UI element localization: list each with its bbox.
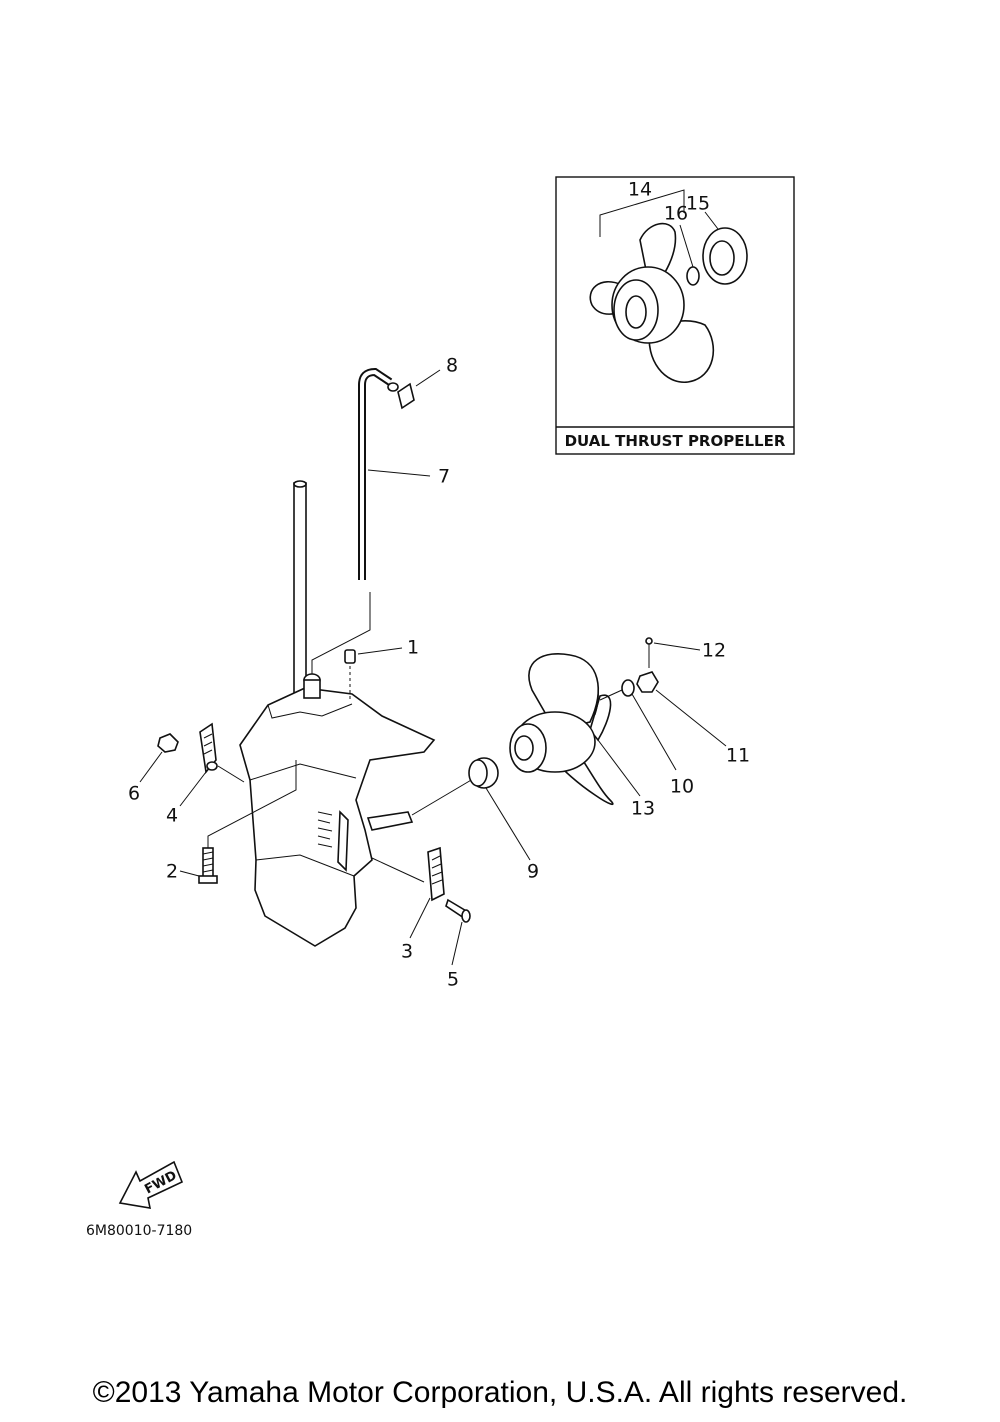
callout-3[interactable]: 3 <box>401 941 413 963</box>
propeller-13: 13 <box>509 653 655 820</box>
propeller-blade-upper <box>528 653 599 731</box>
leader-16 <box>679 224 694 268</box>
leader-3 <box>409 897 431 939</box>
callout-13[interactable]: 13 <box>631 798 655 820</box>
leader-13 <box>597 739 641 797</box>
callout-9[interactable]: 9 <box>527 861 539 883</box>
bolt-install-line <box>207 760 297 848</box>
gearcase-body <box>239 687 436 947</box>
callout-10[interactable]: 10 <box>670 776 694 798</box>
callout-12[interactable]: 12 <box>702 640 726 662</box>
grommet-8 <box>397 382 415 410</box>
leader-15 <box>704 211 719 230</box>
diagram-code: 6M80010-7180 <box>86 1223 192 1239</box>
inset-title: DUAL THRUST PROPELLER <box>565 432 786 450</box>
propeller-nut-assembly: 12 10 11 <box>599 637 750 798</box>
leader-6 <box>139 751 163 783</box>
water-tube-assembly: 8 7 <box>311 355 458 676</box>
callout-16[interactable]: 16 <box>664 203 688 225</box>
shaft-install-line <box>411 775 479 816</box>
callout-6[interactable]: 6 <box>128 783 140 805</box>
drive-shaft-body <box>293 482 307 694</box>
nut-11 <box>636 671 659 693</box>
anode-4 <box>199 722 217 774</box>
callout-1[interactable]: 1 <box>407 637 419 659</box>
leader-7 <box>367 469 431 477</box>
lower-unit-housing <box>207 673 479 947</box>
callout-7[interactable]: 7 <box>438 466 450 488</box>
leader-4 <box>179 771 207 807</box>
inset-frame <box>555 176 795 455</box>
fwd-direction-indicator: FWD <box>118 1160 184 1209</box>
thrust-washer-9: 9 <box>468 757 539 883</box>
callout-5[interactable]: 5 <box>447 969 459 991</box>
water-tube-install-line <box>311 592 371 676</box>
nut-6 <box>157 733 179 753</box>
bracket-14 <box>599 189 685 237</box>
anode-mount-marks <box>317 811 333 848</box>
callout-14[interactable]: 14 <box>628 179 652 201</box>
water-tube-end <box>387 382 399 392</box>
copyright-footer: ©2013 Yamaha Motor Corporation, U.S.A. A… <box>92 1376 908 1409</box>
inset-washer-16 <box>686 266 700 286</box>
callout-11[interactable]: 11 <box>726 745 750 767</box>
leader-5 <box>451 921 463 966</box>
callout-4[interactable]: 4 <box>166 805 178 827</box>
propeller-shaft <box>366 811 414 831</box>
bolt-2: 2 <box>166 847 218 884</box>
propeller-blade-right <box>589 694 612 742</box>
fwd-arrow-icon <box>118 1160 184 1209</box>
anode-3-assembly: 3 5 <box>371 846 471 991</box>
inset-dual-thrust-propeller: 14 16 15 DUAL THRUST PROPELLER <box>555 176 795 455</box>
propeller-bore <box>514 735 534 761</box>
leader-2 <box>179 870 200 877</box>
leader-1 <box>357 647 403 655</box>
callout-8[interactable]: 8 <box>446 355 458 377</box>
inset-cap-15-inner <box>709 240 735 276</box>
anode-4-assembly: 6 4 <box>128 722 245 827</box>
leader-9 <box>485 787 531 861</box>
washer-10 <box>621 679 635 697</box>
water-tube-7-outline <box>358 367 393 580</box>
leader-8 <box>415 369 441 387</box>
callout-15[interactable]: 15 <box>686 193 710 215</box>
leader-11 <box>655 689 727 747</box>
callout-2[interactable]: 2 <box>166 861 178 883</box>
inset-propeller-bore <box>625 295 647 329</box>
leader-10 <box>631 693 677 771</box>
leader-12 <box>653 642 701 651</box>
dowel-pin-1: 1 <box>344 637 419 700</box>
drive-shaft <box>293 480 307 694</box>
